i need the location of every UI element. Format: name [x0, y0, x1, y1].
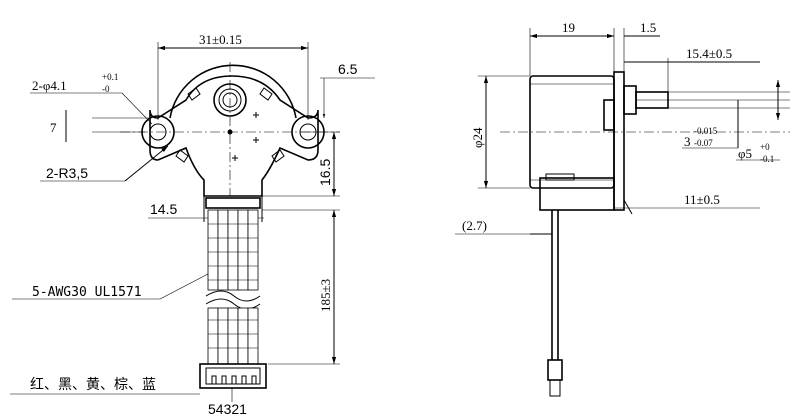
rivet-1 — [253, 112, 259, 118]
connector-body — [199, 363, 267, 389]
base-width-label: 14.5 — [150, 201, 177, 217]
connector-inner — [205, 367, 261, 385]
wire-2-lower — [217, 307, 229, 365]
connector-pins — [211, 375, 257, 384]
pin-numbers-label: 54321 — [208, 401, 247, 417]
wire-spec-leader-diagonal — [159, 273, 209, 300]
flat-dim-lower-tol: -0.07 — [694, 138, 713, 148]
wire-2-upper — [217, 209, 229, 291]
rivet-3 — [232, 155, 238, 161]
tab-top-right — [259, 87, 273, 101]
wire-exit-block — [205, 197, 261, 209]
flat-dim-upper-tol: -0.015 — [694, 126, 718, 136]
rear-tab — [603, 99, 615, 131]
tab-bottom-right — [271, 149, 285, 163]
shaft-boss-side — [623, 85, 637, 115]
housing-tab — [545, 173, 575, 181]
flange-thickness-label: 1.5 — [640, 20, 656, 35]
hole-dim-upper-tol: +0.1 — [102, 72, 118, 82]
front-view: 31±0.15 2-φ4.1 +0.1 -0 6.5 7 2-R3,5 16.5… — [10, 32, 375, 417]
wire-1-upper — [207, 209, 219, 291]
wire-5-lower — [247, 307, 259, 365]
mount-offset-label: 6.5 — [338, 61, 358, 77]
dim-11-tick — [623, 199, 633, 215]
side-view: 19 1.5 15.4±0.5 φ24 3 -0.015 -0.07 φ5 +0… — [455, 20, 790, 397]
body-length-label: 19 — [562, 20, 575, 35]
connector — [199, 363, 267, 389]
radius-dim-label: 2-R3,5 — [46, 165, 88, 181]
hole-dim-label: 2-φ4.1 — [32, 78, 67, 93]
flange-plate — [613, 71, 625, 211]
shaft-dia-label: φ5 — [738, 146, 752, 161]
diameter-label: φ24 — [470, 127, 485, 148]
wire-4-lower — [237, 307, 249, 365]
rivet-2 — [253, 137, 259, 143]
side-connector — [547, 359, 563, 381]
wire-5-upper — [247, 209, 259, 291]
tab-bottom-left — [175, 149, 189, 163]
shaft-length-label: 15.4±0.5 — [686, 46, 732, 61]
radius-leader-arrow — [124, 145, 169, 182]
wire-spec-label: 5-AWG30 UL1571 — [32, 285, 142, 300]
wire-break-upper — [205, 290, 261, 302]
wire-harness — [205, 197, 261, 365]
wire-4-upper — [237, 209, 249, 291]
lead-length-label: 185±3 — [318, 279, 333, 312]
wire-1-lower — [207, 307, 219, 365]
hole-dim-lower-tol: -0 — [102, 84, 110, 94]
side-connector-tip — [549, 379, 561, 397]
hole-leader-diagonal — [121, 92, 153, 125]
shaft-exposed-label: 11±0.5 — [684, 192, 720, 207]
center-to-base-label: 16.5 — [317, 159, 333, 186]
shaft-dia-lower-tol: -0.1 — [760, 154, 774, 164]
wire-3-lower — [227, 307, 239, 365]
wire-exit-housing — [539, 177, 615, 211]
shaft-dia-upper-tol: +0 — [760, 142, 770, 152]
wire-colors-label: 红、黑、黄、棕、蓝 — [30, 376, 156, 392]
wire-pattern-upper — [208, 223, 258, 281]
motor-flange-outline — [149, 75, 319, 197]
width-dim-label: 31±0.15 — [199, 32, 242, 47]
flat-dim-label: 3 — [684, 134, 691, 149]
motor-body-arc — [169, 64, 297, 119]
wire-pattern-lower — [208, 319, 258, 349]
height-offset-label: 7 — [50, 120, 57, 135]
wire-3-upper — [227, 209, 239, 291]
pcb-offset-label: (2.7) — [462, 218, 487, 233]
tab-top-left — [187, 87, 201, 101]
